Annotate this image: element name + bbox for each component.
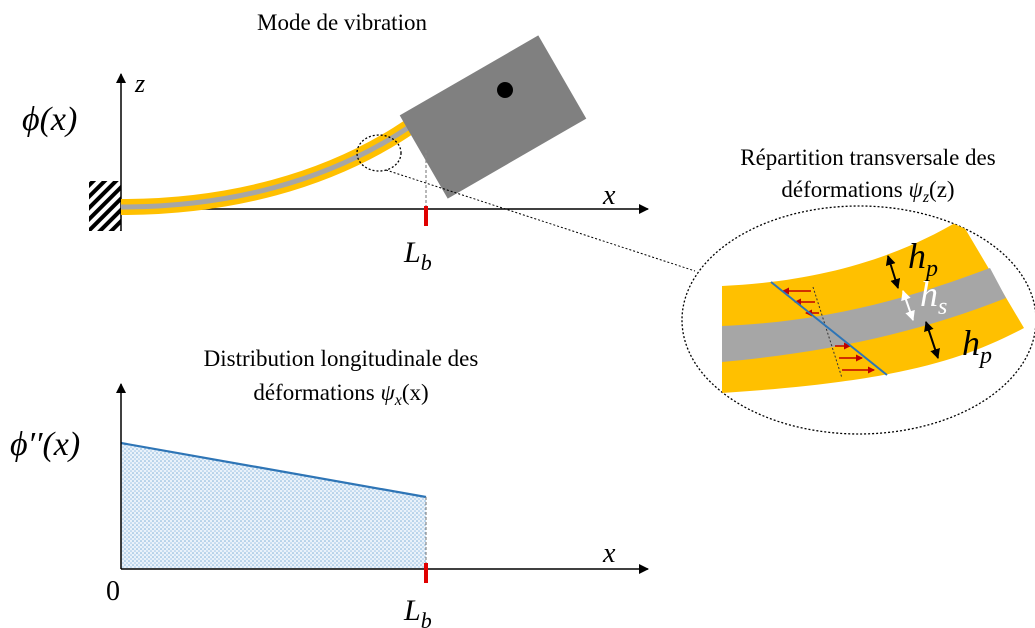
beam-core	[120, 115, 424, 210]
mode-shape-label: ϕ(x)	[22, 101, 77, 138]
tip-label-top: Lb	[403, 236, 432, 275]
hp-top-label: hp	[908, 236, 938, 282]
top-panel: Mode de vibration z x ϕ(x) Lb	[22, 10, 696, 275]
cross-section-panel: Répartition transversale des déformation…	[681, 145, 1035, 435]
zoom-beam-core	[722, 268, 1006, 362]
bottom-title-line2: déformations ψx(x)	[253, 380, 428, 409]
curvature-line	[120, 441, 427, 499]
bottom-title-line1: Distribution longitudinale des	[204, 346, 479, 371]
curvature-area	[121, 443, 426, 569]
z-axis-label: z	[134, 69, 145, 98]
origin-label: 0	[106, 576, 120, 607]
strain-profile-line	[770, 281, 888, 376]
x-axis-bottom-label: x	[602, 538, 616, 569]
hs-arrow	[901, 290, 915, 321]
cross-section-title-line2: déformations ψz(z)	[781, 177, 954, 206]
hp-bottom-label: hp	[962, 323, 992, 369]
hp-top-arrow	[885, 255, 901, 289]
mass-center-dot	[497, 82, 513, 98]
tip-label-bottom: Lb	[403, 594, 432, 628]
cross-section-title-line1: Répartition transversale des	[740, 145, 996, 170]
bottom-panel: Distribution longitudinale des déformati…	[10, 346, 649, 628]
hs-label: hs	[920, 274, 947, 320]
x-axis-top-label: x	[602, 180, 616, 211]
top-panel-title: Mode de vibration	[257, 10, 427, 35]
clamp-hatch	[89, 181, 121, 231]
beam-outer	[120, 111, 427, 215]
tip-mass	[399, 35, 587, 199]
hp-bottom-arrow	[924, 321, 940, 359]
curvature-label: ϕ′′(x)	[10, 426, 80, 463]
zoom-leader	[385, 169, 696, 272]
zoomed-beam	[722, 220, 1024, 393]
zoom-circle	[356, 134, 402, 172]
